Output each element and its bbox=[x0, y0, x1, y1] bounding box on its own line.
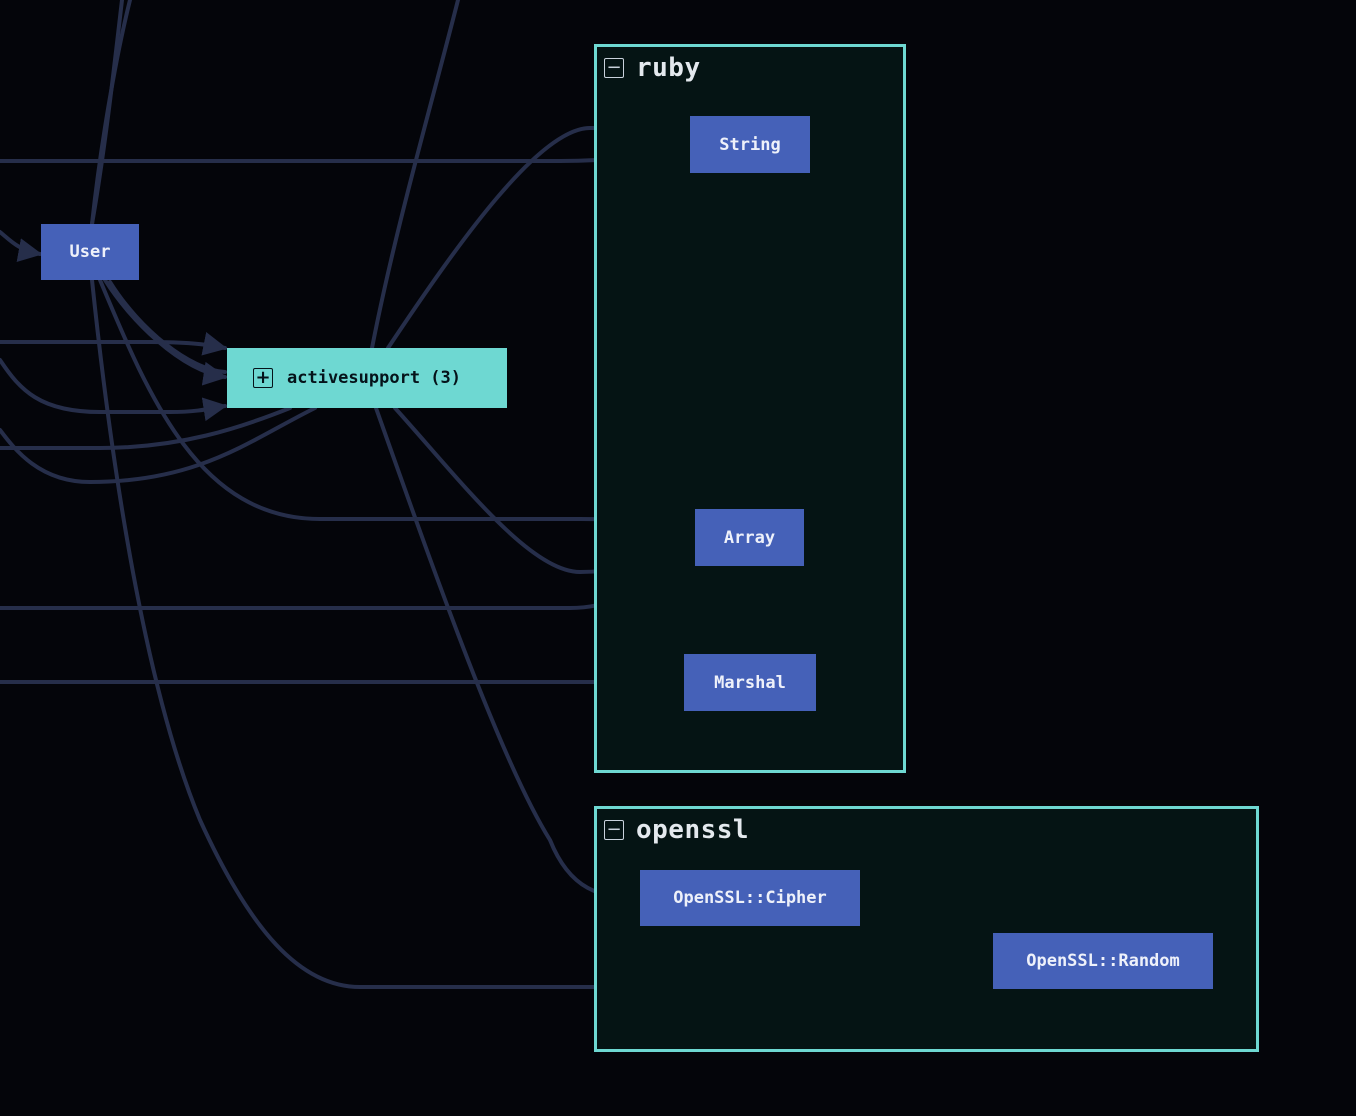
group-activesupport-collapsed[interactable]: + activesupport (3) bbox=[227, 348, 507, 408]
edge-as-to-cipher bbox=[374, 406, 643, 910]
group-openssl: − openssl bbox=[594, 806, 1259, 1052]
edge-left-to-user bbox=[0, 230, 43, 262]
edge-user-to-as-2 bbox=[108, 280, 227, 374]
node-openssl-random[interactable]: OpenSSL::Random bbox=[993, 933, 1213, 989]
node-user[interactable]: User bbox=[41, 224, 139, 280]
edge-user-up-2 bbox=[90, 0, 124, 226]
edge-left-to-as-2 bbox=[0, 358, 228, 422]
group-activesupport-label: activesupport (3) bbox=[287, 368, 461, 388]
group-ruby-header: − ruby bbox=[604, 53, 701, 83]
minus-square-icon[interactable]: − bbox=[604, 820, 624, 840]
edge-left-to-as-1 bbox=[0, 331, 228, 356]
group-ruby-title: ruby bbox=[636, 53, 701, 83]
edge-user-to-as bbox=[103, 278, 228, 386]
edge-as-to-left-1 bbox=[0, 406, 292, 450]
minus-square-icon[interactable]: − bbox=[604, 58, 624, 78]
group-openssl-title: openssl bbox=[636, 815, 750, 845]
node-marshal[interactable]: Marshal bbox=[684, 654, 816, 711]
node-array[interactable]: Array bbox=[695, 509, 804, 566]
node-string[interactable]: String bbox=[690, 116, 810, 173]
group-openssl-header: − openssl bbox=[604, 815, 749, 845]
plus-square-icon[interactable]: + bbox=[253, 368, 273, 388]
node-openssl-cipher[interactable]: OpenSSL::Cipher bbox=[640, 870, 860, 926]
edge-as-up bbox=[370, 0, 460, 350]
edge-left-to-array bbox=[0, 560, 698, 610]
